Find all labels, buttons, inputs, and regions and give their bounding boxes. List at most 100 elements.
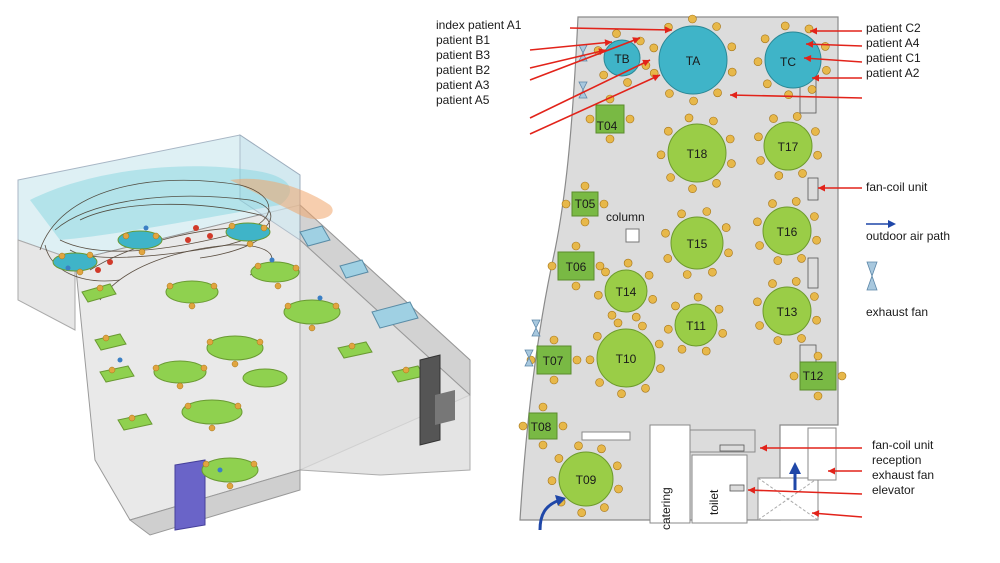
chair-person: [773, 336, 783, 345]
tables-layer: [528, 25, 837, 507]
red-arrowhead: [760, 444, 767, 452]
red-pointer-arrow: [529, 49, 607, 69]
label-index-patient-a1: index patient A1: [436, 18, 522, 32]
label-patient-a2: patient A2: [866, 66, 920, 80]
chair-person: [713, 88, 722, 98]
label-patient-a4: patient A4: [866, 36, 920, 50]
chair-person: [547, 476, 557, 486]
red-arrowhead: [664, 26, 672, 34]
red-arrowhead: [652, 74, 660, 82]
chair-person: [593, 290, 603, 300]
red-arrowhead: [804, 54, 812, 62]
chair-person: [708, 267, 717, 277]
label-fan-coil-unit: fan-coil unit: [872, 438, 934, 452]
chair-person: [762, 79, 772, 89]
chair-person: [654, 339, 664, 349]
legend-exhaust-fan: exhaust fan: [866, 305, 928, 319]
exhaust-fan-icons: [524, 44, 588, 367]
red-pointer-arrow: [805, 43, 863, 47]
legend-outdoor-air-path: outdoor air path: [866, 229, 950, 243]
chair-person: [811, 127, 820, 136]
chair-person: [518, 421, 528, 431]
chair-person: [760, 34, 770, 44]
chair-person: [595, 261, 605, 271]
red-arrowhead: [642, 59, 650, 67]
chair-person: [812, 235, 821, 245]
chair-person: [649, 43, 659, 53]
chair-person: [580, 181, 590, 191]
red-arrowhead: [812, 74, 819, 82]
table-t16: [762, 206, 812, 256]
chair-person: [600, 503, 609, 512]
room-outline: [519, 16, 839, 521]
chair-person: [648, 294, 658, 304]
chair-person: [607, 310, 617, 320]
chair-person: [677, 344, 687, 354]
red-arrowhead: [812, 510, 820, 518]
table-label-tc: TC: [780, 55, 796, 69]
chair-person: [558, 421, 568, 431]
chair-person: [709, 116, 718, 126]
table-t12: [799, 361, 837, 391]
chair-person: [784, 90, 793, 99]
table-label-t07: T07: [543, 354, 564, 368]
chair-person: [538, 402, 548, 412]
chair-person: [599, 70, 609, 80]
red-arrowhead: [818, 184, 825, 192]
fan-coil-unit-2: [807, 177, 819, 201]
label-patient-c1: patient C1: [866, 51, 921, 65]
chair-person: [753, 57, 763, 67]
table-label-t17: T17: [778, 140, 799, 154]
chair-person: [768, 199, 777, 208]
red-pointer-arrow: [747, 489, 863, 495]
table-label-t08: T08: [531, 420, 552, 434]
chair-person: [807, 85, 817, 94]
table-t04: [595, 104, 625, 134]
table-label-t06: T06: [566, 260, 587, 274]
chair-person: [538, 440, 548, 450]
red-arrowhead: [828, 467, 835, 475]
chair-person: [677, 209, 686, 219]
table-label-t18: T18: [687, 147, 708, 161]
chair-person: [663, 324, 673, 334]
chair-person: [791, 197, 801, 206]
label-patient-a5: patient A5: [436, 93, 490, 107]
chair-person: [768, 279, 777, 288]
hourglass-fan-icon: [531, 319, 541, 337]
fan-coil-unit-3: [807, 257, 819, 289]
catering-label: catering: [659, 487, 673, 530]
chair-person: [755, 321, 764, 330]
legend-fan-coil-unit: fan-coil unit: [866, 180, 928, 194]
chair-person: [798, 169, 807, 178]
chair-person: [577, 508, 587, 518]
chair-person: [682, 270, 692, 279]
chair-person: [813, 351, 823, 361]
chair-person: [789, 371, 799, 381]
chair-person: [725, 134, 735, 144]
chair-person: [605, 134, 615, 144]
chair-person: [638, 321, 647, 331]
column-marker: [625, 228, 640, 243]
chair-person: [666, 173, 675, 182]
legend: fan-coil unit outdoor air path exhaust f…: [866, 180, 950, 319]
chair-person: [769, 114, 778, 123]
chair-person: [774, 171, 784, 180]
chair-person: [580, 217, 590, 227]
chair-person: [612, 29, 621, 38]
bottom-labels: fan-coil unit reception exhaust fan elev…: [872, 438, 934, 497]
label-exhaust-fan: exhaust fan: [872, 468, 934, 482]
table-t09: [558, 451, 614, 507]
label-elevator: elevator: [872, 483, 915, 497]
chair-person: [773, 256, 783, 265]
label-patient-b1: patient B1: [436, 33, 490, 47]
chair-person: [727, 42, 737, 52]
table-label-t04: T04: [597, 119, 618, 133]
red-arrowhead: [604, 39, 612, 47]
chair-person: [547, 261, 557, 271]
red-pointer-arrow: [529, 37, 641, 81]
chair-person: [780, 21, 790, 31]
chair-person: [641, 383, 650, 393]
chair-person: [585, 114, 595, 124]
chair-person: [617, 389, 626, 399]
